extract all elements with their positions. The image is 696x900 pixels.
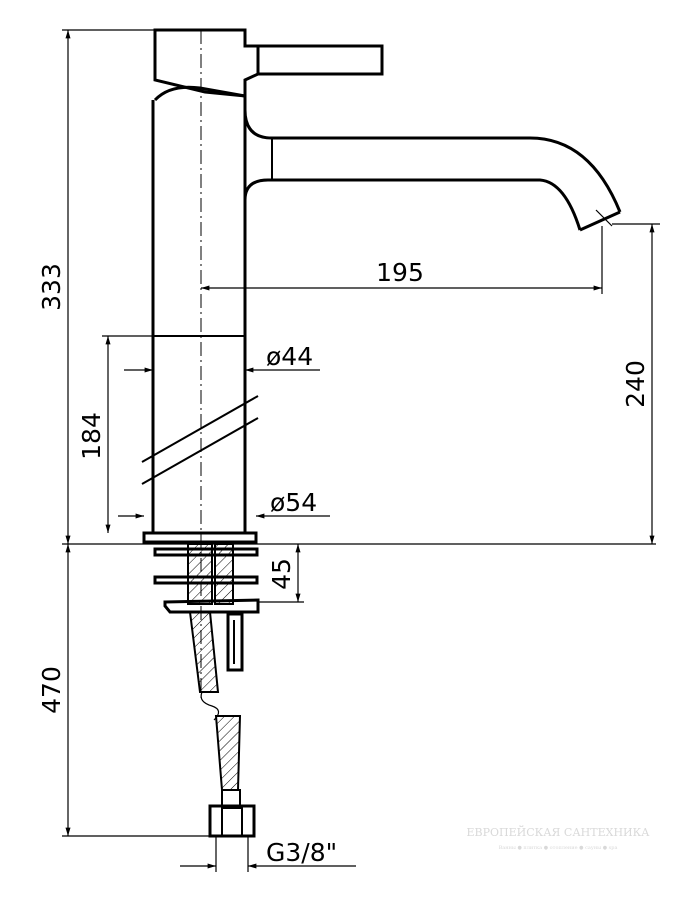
spout [243, 109, 622, 232]
watermark: ЕВРОПЕЙСКАЯ САНТЕХНИКА Ванны ● плитка ● … [467, 825, 651, 851]
dimension-shank-length: 45 [258, 544, 304, 603]
fixing-assembly [153, 543, 260, 672]
dimension-thread: G3/8" [180, 836, 356, 872]
label-base-diameter: ø54 [270, 488, 317, 517]
dimension-spout-reach: 195 [201, 226, 603, 294]
dimension-spout-height: 240 [612, 223, 660, 544]
base-plate [142, 531, 258, 544]
label-spout-reach: 195 [376, 258, 424, 287]
label-body-height: 184 [77, 412, 106, 460]
lever-handle [153, 28, 384, 102]
flexible-hose [188, 611, 256, 838]
faucet-body [141, 96, 259, 533]
label-body-diameter: ø44 [266, 342, 313, 371]
watermark-title: ЕВРОПЕЙСКАЯ САНТЕХНИКА [467, 825, 651, 839]
dimension-body-height: 184 [77, 335, 153, 533]
label-hose-length: 470 [37, 666, 66, 714]
label-thread: G3/8" [266, 838, 337, 867]
dimension-base-diameter: ø54 [118, 488, 330, 519]
dimension-hose-length: 470 [37, 544, 212, 837]
label-shank-length: 45 [267, 558, 296, 590]
dimension-total-height: 333 [37, 29, 155, 544]
dimension-body-diameter: ø44 [124, 342, 320, 373]
watermark-subtitle: Ванны ● плитка ● отопление ● сауны ● spa [499, 845, 618, 851]
label-spout-height: 240 [621, 360, 650, 408]
label-total-height: 333 [37, 263, 66, 311]
